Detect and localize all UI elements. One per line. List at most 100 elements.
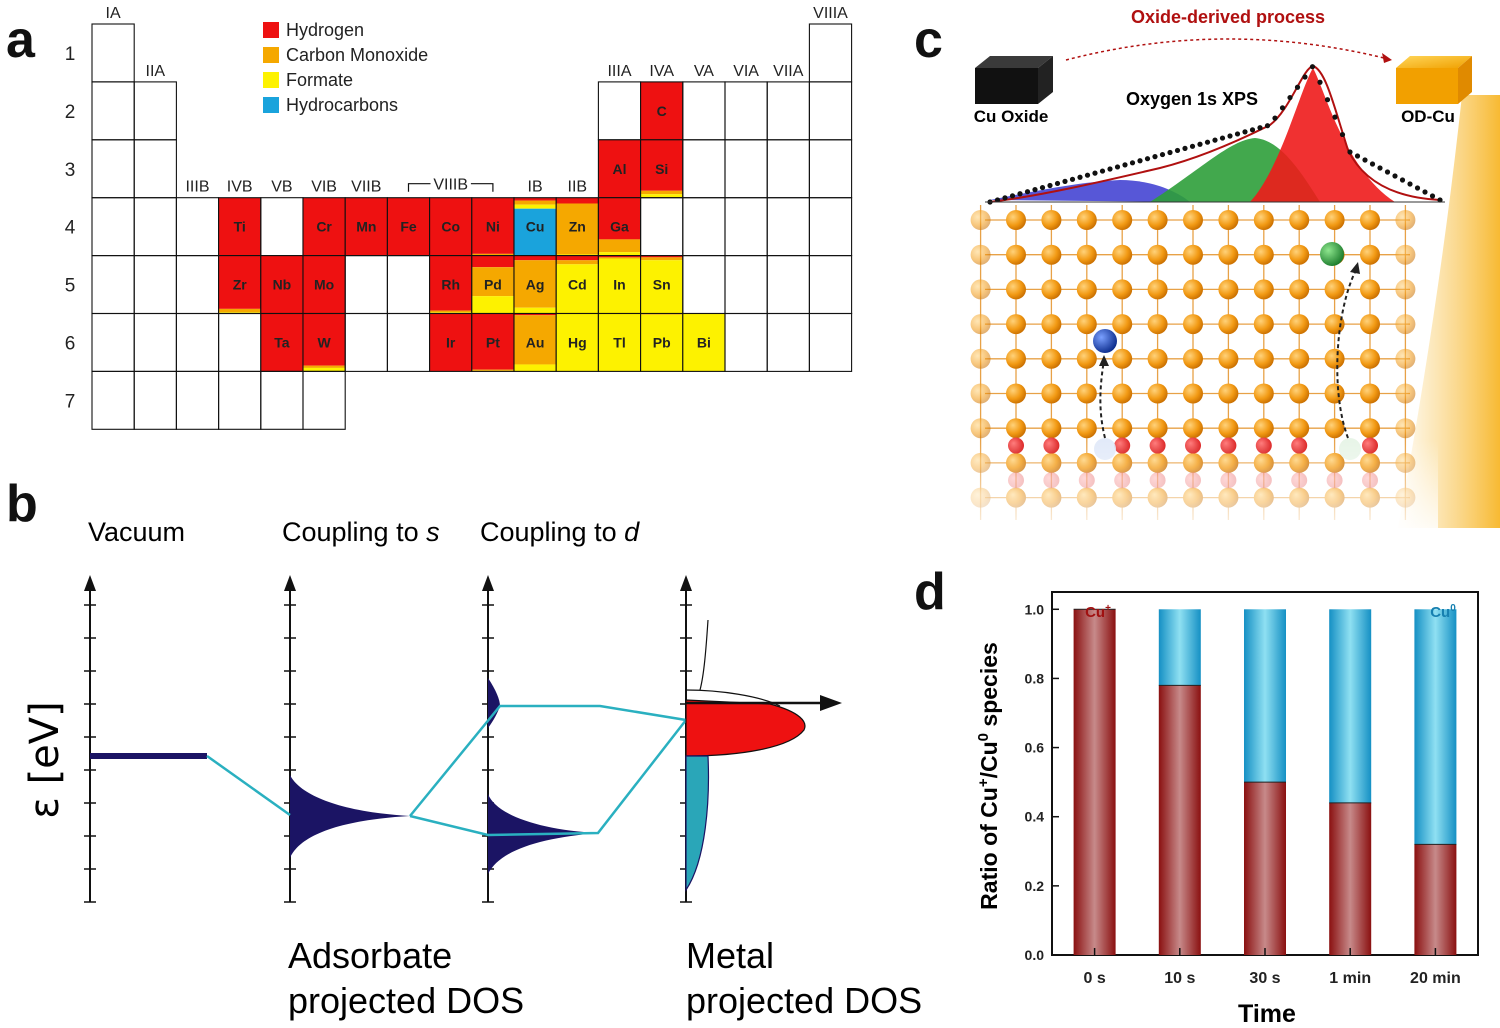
element-cell-in: In bbox=[598, 255, 641, 314]
legend-label: Hydrogen bbox=[286, 20, 364, 40]
cu-atom bbox=[1253, 279, 1274, 300]
cu-atom bbox=[1218, 244, 1239, 265]
element-symbol: Ta bbox=[274, 334, 290, 350]
lattice-fade bbox=[968, 440, 1438, 530]
cu-atom bbox=[1218, 279, 1239, 300]
element-symbol: Mn bbox=[356, 219, 376, 235]
element-symbol: W bbox=[317, 334, 331, 350]
element-symbol: Fe bbox=[400, 219, 417, 235]
chart-bar-cu-plus bbox=[1244, 782, 1286, 955]
xps-data-point bbox=[1407, 181, 1413, 187]
xps-data-point bbox=[1317, 79, 1323, 85]
element-fill-hydrogen bbox=[598, 255, 641, 258]
process-arrow bbox=[1065, 38, 1393, 61]
xps-data-point bbox=[1422, 189, 1428, 195]
element-fill-hydrogen bbox=[303, 197, 346, 256]
group-label: VA bbox=[694, 63, 714, 80]
dos-diagram-panel: Vacuum Coupling to s Coupling to d ε [eV… bbox=[22, 517, 922, 1021]
cu-oxide-cube-icon bbox=[975, 56, 1053, 104]
element-symbol: Pt bbox=[486, 334, 500, 350]
cu-atom bbox=[1183, 314, 1203, 335]
xps-data-point bbox=[1002, 195, 1008, 201]
xps-data-point bbox=[1092, 170, 1098, 176]
element-symbol: Co bbox=[441, 219, 460, 235]
element-cell-sn: Sn bbox=[640, 255, 683, 314]
cu-atom bbox=[1041, 383, 1062, 404]
cu-atom bbox=[1112, 348, 1133, 369]
element-fill-formate bbox=[471, 296, 514, 314]
element-fill-formate bbox=[598, 313, 641, 372]
cu-atom bbox=[1218, 348, 1239, 369]
element-cell-mo: Mo bbox=[303, 255, 346, 314]
element-fill-carbon-monoxide bbox=[303, 365, 346, 368]
cu-atom bbox=[1076, 383, 1097, 404]
dos-y-axis-label: ε [eV] bbox=[22, 701, 68, 819]
element-symbol: Zn bbox=[569, 219, 586, 235]
cu-atom bbox=[1006, 418, 1026, 439]
xps-data-point bbox=[1032, 187, 1038, 193]
table-cell bbox=[808, 312, 853, 372]
element-cell-ir: Ir bbox=[429, 313, 472, 372]
chart-x-axis-label: Time bbox=[1238, 1000, 1296, 1028]
element-fill-formate bbox=[598, 258, 641, 314]
xps-data-point bbox=[1429, 193, 1436, 199]
chart-bar-cu-zero bbox=[1158, 609, 1201, 686]
chart-x-tick-label: 20 min bbox=[1410, 970, 1461, 987]
element-cell-ga: Ga bbox=[598, 197, 641, 256]
cu-atom bbox=[1324, 210, 1345, 230]
xps-peak-red bbox=[1250, 68, 1395, 202]
xps-data-point bbox=[1099, 168, 1106, 174]
cu-atom bbox=[1360, 210, 1380, 230]
cu-atom-edge bbox=[970, 348, 991, 369]
cu-atom bbox=[1006, 244, 1026, 265]
element-fill-hydrogen bbox=[640, 255, 683, 258]
metal-dos-label-line1: Metal bbox=[686, 935, 774, 976]
xps-data-point bbox=[1294, 84, 1301, 90]
xps-data-point bbox=[1204, 139, 1211, 145]
element-fill-formate bbox=[640, 194, 683, 198]
cu-atom bbox=[1289, 210, 1310, 230]
element-symbol: Cu bbox=[526, 219, 545, 235]
chart-bar-cu-plus bbox=[1329, 802, 1372, 955]
cu-atom bbox=[1006, 314, 1026, 335]
cu-atom bbox=[1360, 418, 1380, 439]
xps-data-point bbox=[1054, 180, 1061, 187]
group-label: IIIB bbox=[185, 179, 209, 196]
group-label: VB bbox=[271, 179, 292, 196]
element-fill-carbon-monoxide bbox=[514, 200, 557, 205]
xps-data-point bbox=[1332, 114, 1338, 120]
xps-data-point bbox=[1279, 105, 1286, 111]
migration-path bbox=[1099, 359, 1106, 439]
element-symbol: C bbox=[657, 103, 667, 119]
element-cell-bi: Bi bbox=[682, 313, 725, 372]
cu-atom bbox=[1147, 418, 1168, 439]
element-fill-hydrogen bbox=[598, 139, 641, 198]
element-cell-ag: Ag bbox=[514, 255, 557, 314]
cu-atom bbox=[1183, 418, 1203, 439]
cu-atom bbox=[1253, 314, 1274, 335]
cu-atom bbox=[1218, 210, 1239, 230]
element-cell-hg: Hg bbox=[556, 313, 599, 372]
xps-data-point bbox=[1414, 185, 1421, 191]
element-symbol: Mo bbox=[314, 277, 334, 293]
group-label: IVA bbox=[649, 63, 674, 80]
element-symbol: Al bbox=[613, 161, 627, 177]
xps-data-point bbox=[1377, 165, 1383, 171]
element-symbol: Sn bbox=[653, 277, 671, 293]
xps-data-point bbox=[1107, 166, 1113, 172]
element-symbol: Si bbox=[655, 161, 668, 177]
element-fill-carbon-monoxide bbox=[471, 369, 514, 371]
element-symbol: Cd bbox=[568, 277, 587, 293]
xps-data-point bbox=[1039, 184, 1046, 191]
group-label: VIIB bbox=[351, 179, 381, 196]
element-cell-pd: Pd bbox=[471, 255, 514, 314]
fermi-level-arrowhead bbox=[820, 695, 842, 711]
element-cell-au: Au bbox=[514, 313, 557, 372]
cu-atom bbox=[1041, 314, 1062, 335]
element-fill-hydrogen bbox=[514, 255, 557, 261]
element-fill-hydrogen bbox=[514, 313, 557, 316]
element-fill-carbon-monoxide bbox=[556, 260, 599, 265]
group-label: IIA bbox=[146, 63, 166, 80]
group-label: IA bbox=[106, 5, 121, 22]
element-symbol: Ga bbox=[610, 219, 629, 235]
